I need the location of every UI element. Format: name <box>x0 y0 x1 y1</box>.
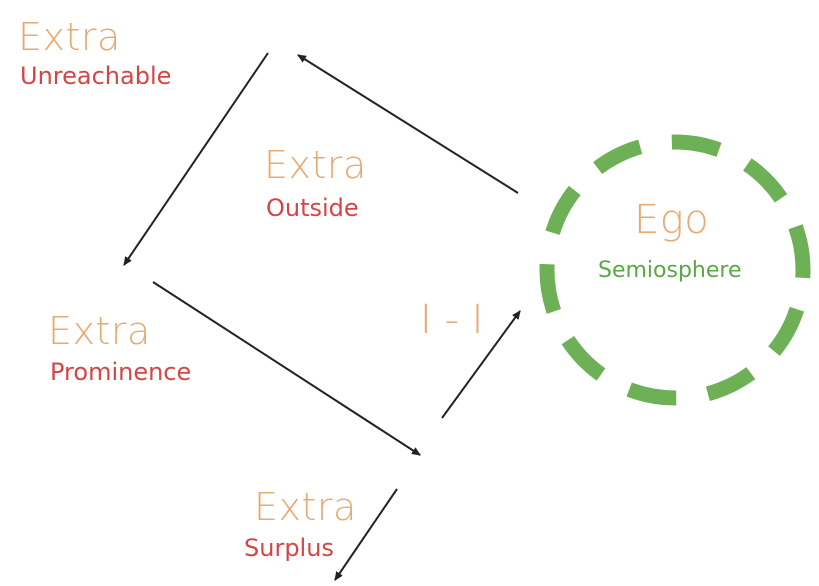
unreachable-title: Extra <box>18 15 121 59</box>
prominence-subtitle: Prominence <box>50 358 192 386</box>
ego-circle <box>539 134 811 406</box>
outside-subtitle: Outside <box>266 194 359 222</box>
arrow-to-surplus <box>334 488 398 581</box>
arrow-unreachable-to-prominence <box>123 52 269 266</box>
arrow-prominence-to-junction <box>152 281 421 456</box>
arrow-junction-to-ego <box>441 310 521 419</box>
edge-label: I - I <box>420 297 484 343</box>
unreachable-subtitle: Unreachable <box>20 62 172 90</box>
surplus-title: Extra <box>254 485 357 529</box>
ego-title: Ego <box>634 197 710 243</box>
outside-title: Extra <box>264 143 367 187</box>
arrow-ego-to-unreachable <box>297 54 519 194</box>
surplus-subtitle: Surplus <box>244 534 334 562</box>
prominence-title: Extra <box>48 309 151 353</box>
ego-subtitle: Semiosphere <box>598 258 742 283</box>
